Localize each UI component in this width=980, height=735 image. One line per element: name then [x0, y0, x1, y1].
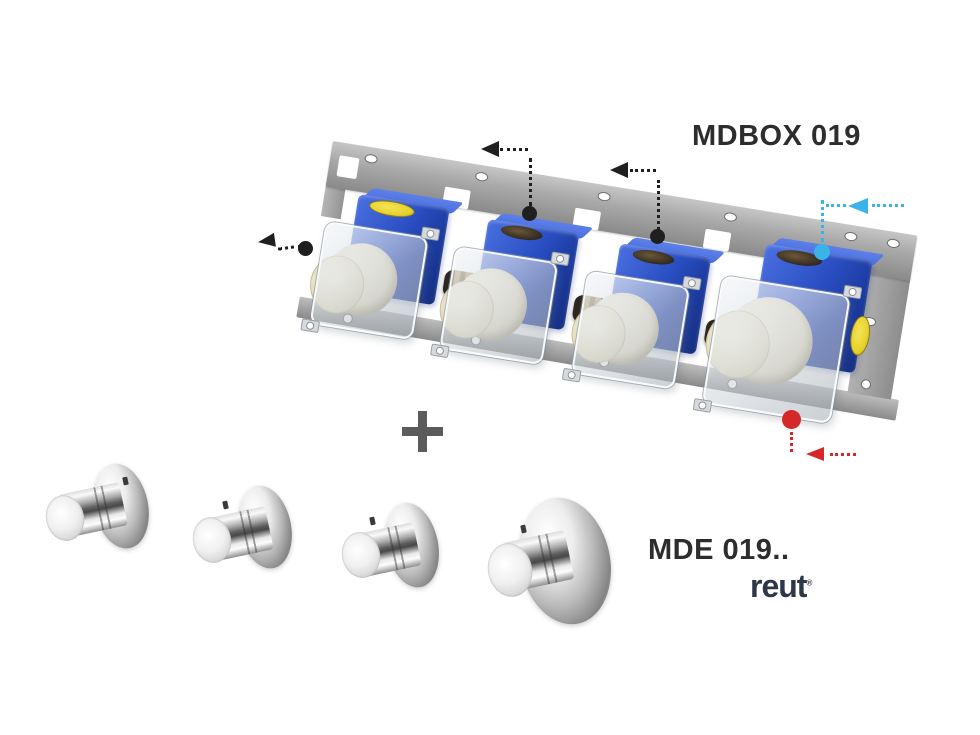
flow-dot-cold — [814, 244, 830, 260]
rail-screw-hole — [843, 231, 859, 243]
handle-2 — [173, 480, 343, 620]
protection-cover-plate — [439, 245, 559, 366]
brand-logo: reut® — [750, 568, 812, 605]
mounting-rail-assembly — [296, 141, 925, 459]
flow-dot — [522, 206, 537, 221]
rail-screw-hole — [723, 211, 738, 223]
product-code-mdbox: MDBOX 019 — [692, 120, 861, 152]
protection-cover-plate — [309, 220, 429, 341]
brand-trademark-icon: ® — [806, 578, 813, 588]
rail-screw-hole — [364, 153, 379, 165]
protection-cover-plate — [701, 275, 851, 425]
rail-screw-hole — [474, 171, 489, 183]
handle-pin — [369, 516, 376, 526]
flow-dot-hot — [782, 410, 801, 429]
brand-text: reut — [750, 568, 807, 604]
valve-box-4 — [687, 233, 903, 436]
rail-screw-hole — [596, 191, 612, 203]
product-code-mde: MDE 019.. — [648, 534, 790, 566]
rail-cutout — [336, 155, 360, 180]
handle-pin — [222, 500, 229, 510]
protection-cover-plate — [570, 270, 691, 390]
handle-4 — [455, 489, 645, 645]
rail-screw-hole — [886, 237, 901, 249]
flow-dot — [650, 229, 665, 244]
flow-dot — [298, 241, 313, 256]
